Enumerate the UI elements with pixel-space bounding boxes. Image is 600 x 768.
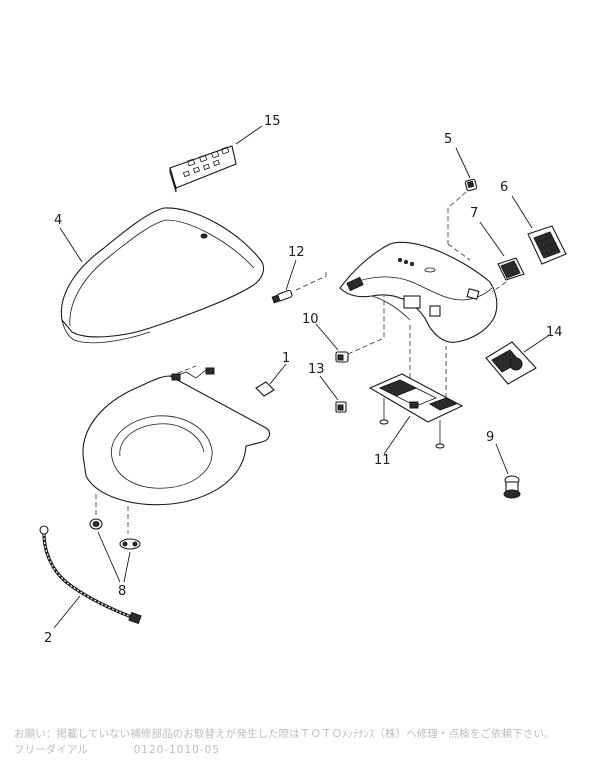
footer-note: お願い：掲載していない補修部品のお取替えが発生した際はＴＯＴＯﾒﾝﾃﾅﾝｽ（株）…: [14, 728, 555, 740]
part-8-bushings: [89, 518, 141, 550]
callout-15: 15: [264, 114, 281, 129]
part-15-remote-control: [169, 145, 237, 193]
callout-13: 13: [308, 362, 325, 377]
part-9-valve: [503, 475, 521, 499]
part-10-connector: [335, 351, 349, 363]
part-5-clip: [464, 178, 478, 192]
part-1-pad: [255, 381, 275, 397]
part-14-label-plate: [485, 341, 537, 385]
callout-5: 5: [444, 132, 452, 147]
callout-10: 10: [302, 312, 319, 327]
part-12-fitting: [271, 289, 293, 304]
part-7-filter: [497, 257, 525, 281]
footer-freedial: フリーダイアル 0120-1010-05: [14, 742, 594, 757]
part-6-grille-cover: [527, 225, 567, 265]
callout-11: 11: [374, 453, 391, 468]
callout-8: 8: [118, 584, 126, 599]
main-body-unit: [339, 241, 498, 343]
callout-1: 1: [282, 351, 290, 366]
part-13-clip: [335, 401, 347, 413]
part-11-base-plate: [368, 373, 464, 449]
callout-7: 7: [470, 206, 478, 221]
callout-6: 6: [500, 180, 508, 195]
callout-14: 14: [546, 325, 563, 340]
part-2-supply-hose: [39, 525, 142, 625]
callout-9: 9: [486, 430, 494, 445]
part-4-seat-lid: [60, 207, 265, 344]
callout-2: 2: [44, 631, 52, 646]
freedial-label: フリーダイアル: [14, 744, 89, 756]
callout-12: 12: [288, 245, 305, 260]
freedial-phone: 0120-1010-05: [133, 744, 220, 756]
callout-4: 4: [54, 213, 62, 228]
seat-ring: [82, 365, 271, 506]
